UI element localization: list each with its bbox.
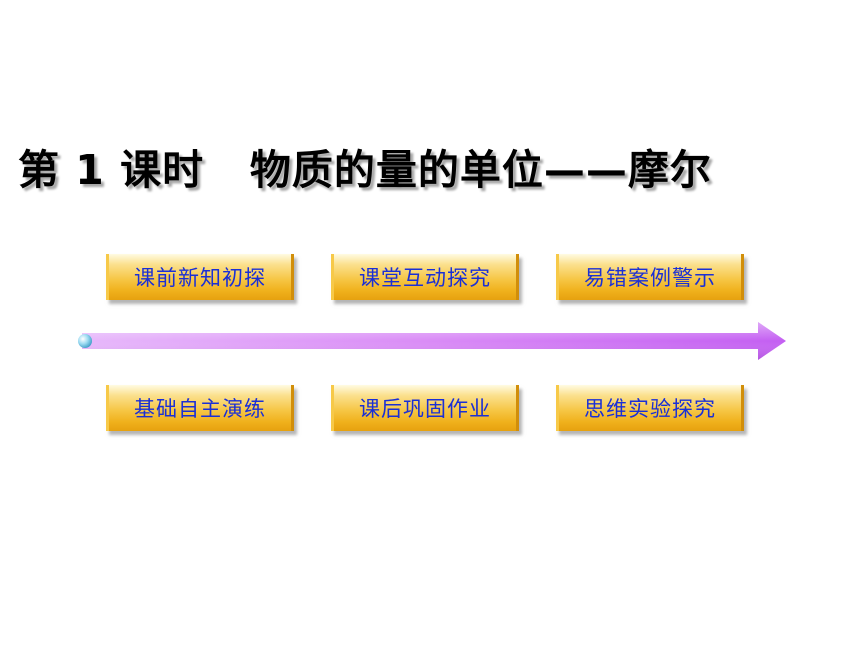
nav-button-label: 课堂互动探究 (359, 266, 491, 290)
nav-button-pre-class-preview[interactable]: 课前新知初探 (106, 254, 294, 300)
arrow-start-dot (78, 334, 92, 348)
nav-button-label: 思维实验探究 (584, 397, 716, 421)
nav-button-label: 课后巩固作业 (359, 397, 491, 421)
nav-button-error-cases[interactable]: 易错案例警示 (556, 254, 744, 300)
nav-button-homework[interactable]: 课后巩固作业 (331, 385, 519, 431)
nav-button-label: 课前新知初探 (134, 266, 266, 290)
arrow-shading (82, 322, 786, 360)
nav-button-classroom-inquiry[interactable]: 课堂互动探究 (331, 254, 519, 300)
nav-button-label: 基础自主演练 (134, 397, 266, 421)
nav-button-label: 易错案例警示 (584, 266, 716, 290)
nav-button-experiment-inquiry[interactable]: 思维实验探究 (556, 385, 744, 431)
nav-button-self-practice[interactable]: 基础自主演练 (106, 385, 294, 431)
timeline-arrow (78, 322, 786, 360)
slide-title: 第 1 课时 物质的量的单位——摩尔 (18, 146, 712, 194)
